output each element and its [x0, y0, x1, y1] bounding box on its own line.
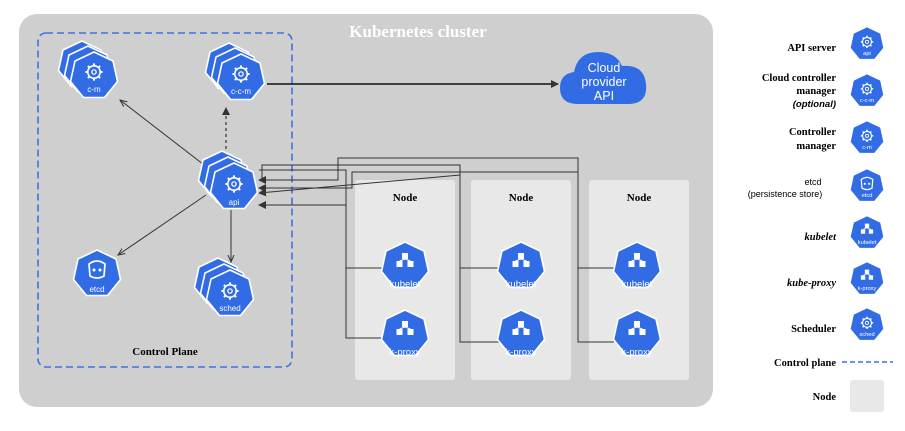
api-label: api [229, 198, 240, 207]
legend-ccm-line1: Cloud controller [762, 73, 837, 84]
svg-text:c-m: c-m [862, 145, 872, 151]
ccm-label: c-c-m [231, 87, 251, 96]
legend-scheduler-icon: sched [849, 307, 885, 342]
legend-cm-line2: manager [796, 141, 836, 152]
etcd-icon: etcd [72, 249, 122, 297]
node-2-kproxy-label: k-proxy [505, 347, 536, 358]
node-title-3: Node [627, 192, 652, 204]
cloud-line-2: provider [581, 75, 626, 89]
legend-scheduler-label: Scheduler [791, 324, 836, 335]
legend-kubelet-label: kubelet [805, 232, 838, 243]
node-2-kubelet-label: kubelet [506, 279, 537, 290]
node-api-connections [258, 157, 614, 343]
node-1-kubelet-label: kubelet [390, 279, 421, 290]
svg-text:k-proxy: k-proxy [858, 286, 877, 292]
legend-cm-icon: c-m [849, 120, 885, 155]
legend-etcd-line1: etcd [804, 177, 821, 187]
cloud-line-3: API [594, 89, 614, 103]
etcd-label: etcd [89, 285, 104, 294]
legend-etcd-line2: (persistence store) [748, 189, 823, 199]
legend-node-label: Node [813, 392, 837, 403]
control-plane-label: Control Plane [132, 346, 198, 358]
node-3-kubelet-label: kubelet [622, 279, 653, 290]
legend-kproxy-label: kube-proxy [787, 278, 836, 289]
legend-kproxy-icon: k-proxy [849, 261, 885, 296]
svg-text:sched: sched [859, 332, 874, 338]
node-1-kproxy-icon: k-proxy [380, 309, 430, 358]
legend-kubelet-icon: kubelet [849, 215, 885, 250]
controller-manager-icon: c-m [57, 40, 119, 99]
node-1-kproxy-label: k-proxy [389, 347, 420, 358]
legend-etcd-icon: etcd [849, 168, 885, 203]
cloud-provider-api: Cloud provider API [560, 52, 647, 104]
node-title-1: Node [393, 192, 418, 204]
node-3-kproxy-label: k-proxy [621, 347, 652, 358]
legend-api-server-icon: api [849, 26, 885, 61]
cloud-line-1: Cloud [588, 61, 621, 75]
node-title-2: Node [509, 192, 534, 204]
control-plane-box [37, 32, 293, 368]
sched-label: sched [219, 304, 240, 313]
node-1-kubelet-icon: kubelet [380, 241, 430, 290]
legend-ccm-line2: manager [796, 86, 836, 97]
legend-node-swatch [850, 380, 884, 412]
legend-ccm-line3: (optional) [793, 99, 836, 110]
legend-control-plane-label: Control plane [774, 358, 836, 369]
node-3-kproxy-icon: k-proxy [612, 309, 662, 358]
legend-api-server-label: API server [787, 43, 836, 54]
control-plane-arrows [118, 80, 559, 262]
api-server-icon: api [197, 150, 259, 210]
node-3-kubelet-icon: kubelet [612, 241, 662, 290]
legend-cm-line1: Controller [789, 127, 836, 138]
node-2-kubelet-icon: kubelet [496, 241, 546, 290]
cm-label: c-m [87, 85, 101, 94]
scheduler-icon: sched [193, 257, 255, 317]
cloud-controller-manager-icon: c-c-m [204, 42, 266, 101]
node-2-kproxy-icon: k-proxy [496, 309, 546, 358]
svg-text:c-c-m: c-c-m [860, 98, 875, 104]
svg-text:etcd: etcd [862, 193, 873, 199]
svg-text:api: api [863, 51, 871, 57]
legend-ccm-icon: c-c-m [849, 73, 885, 108]
svg-text:kubelet: kubelet [858, 240, 877, 246]
legend: API server api Cloud controller manager … [748, 26, 893, 412]
cluster-title: Kubernetes cluster [349, 22, 487, 41]
